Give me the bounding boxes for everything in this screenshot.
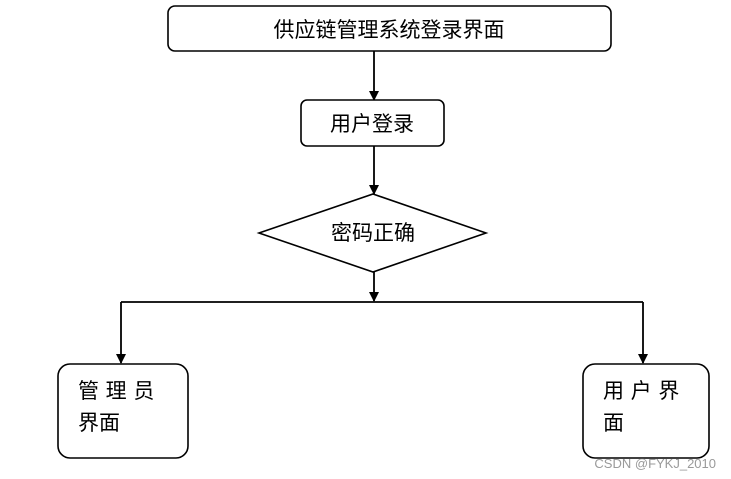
node-user-page-box [582, 363, 710, 459]
node-password-check: 密码正确 [256, 193, 489, 273]
node-user-page-label-line1: 用 户 界 [603, 379, 679, 403]
node-login-page-label: 供应链管理系统登录界面 [274, 18, 505, 42]
watermark: CSDN @FYKJ_2010 [594, 456, 716, 471]
node-user-login-box [300, 99, 445, 147]
node-admin-page-label-line2: 界面 [78, 411, 120, 435]
node-password-check-label: 密码正确 [331, 221, 415, 245]
node-admin-page-label-line1: 管 理 员 [78, 379, 154, 403]
node-admin-page-box [57, 363, 189, 459]
node-login-page: 供应链管理系统登录界面 [167, 5, 612, 52]
node-password-check-diamond [256, 193, 489, 273]
node-user-login-label: 用户登录 [330, 112, 414, 136]
node-user-login: 用户登录 [300, 99, 445, 147]
node-user-page-label-line2: 面 [603, 411, 624, 435]
node-admin-page: 管 理 员 界面 [57, 363, 189, 459]
node-user-page: 用 户 界 面 [582, 363, 710, 459]
node-login-page-box [167, 5, 612, 52]
